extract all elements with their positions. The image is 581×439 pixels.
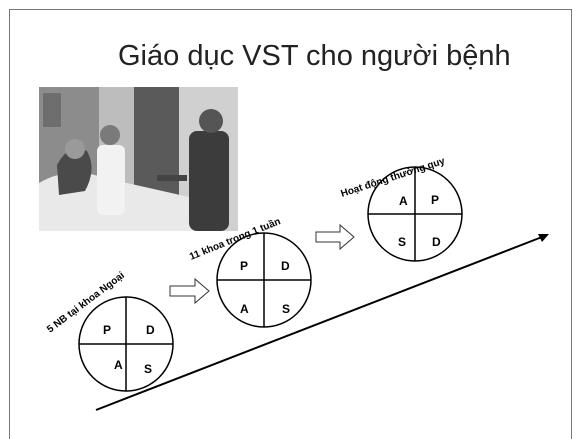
cycle-1-quadrant-tr: D [146,323,155,337]
hollow-arrow-1 [169,277,210,305]
cycle-2-quadrant-br: S [282,302,290,316]
cycle-3-quadrant-tr: P [431,193,439,207]
cycle-3-quadrant-tl: A [399,194,408,208]
cycle-1-quadrant-br: S [144,362,152,376]
hollow-arrow-2 [315,223,355,251]
trend-arrow-head [538,234,549,242]
pdsa-cycle-3: A P S D Hoạt động thường quy [340,156,463,262]
cycle-1-quadrant-bl: A [114,358,123,372]
cycle-2-quadrant-tr: D [281,259,290,273]
slide-title: Giáo dục VST cho người bệnh [118,40,511,72]
slide-frame [9,9,572,439]
cycle-2-quadrant-tl: P [240,259,248,273]
trend-arrow-line [95,236,543,411]
cycle-2-quadrant-bl: A [240,302,249,316]
cycle-3-quadrant-bl: S [398,235,406,249]
cycle-1-quadrant-tl: P [103,323,111,337]
pdsa-cycle-2: P D A S 11 khoa trong 1 tuần [188,215,312,328]
hospital-photo [39,87,238,231]
pdsa-cycle-1: P D A S 5 NB tại khoa Ngoại [45,270,174,392]
cycle-3-quadrant-br: D [432,235,441,249]
